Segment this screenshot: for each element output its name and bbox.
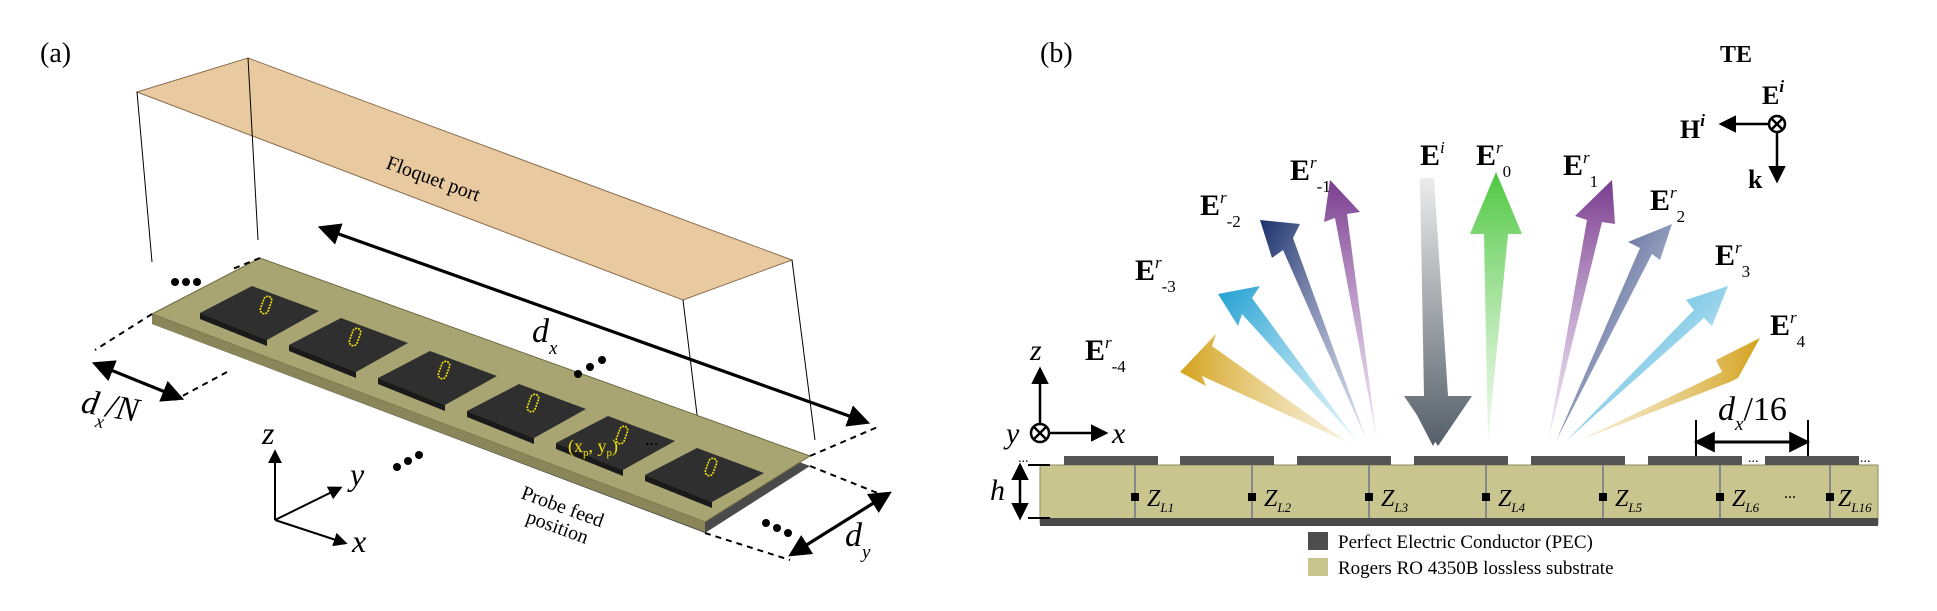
- load-markers: [1131, 493, 1834, 501]
- label-r-2: Er2: [1650, 183, 1685, 226]
- axis-a-y: y: [347, 456, 365, 492]
- load-label-16: ZL16: [1838, 486, 1872, 515]
- axis-a-x: x: [351, 523, 366, 559]
- label-r-minus1: Er-1: [1290, 153, 1331, 196]
- dx-dimension-arrow: [317, 223, 871, 427]
- substrate-layer: [1039, 464, 1879, 524]
- label-incident: Ei: [1420, 138, 1445, 172]
- legend-label-pec: Perfect Electric Conductor (PEC): [1338, 532, 1593, 553]
- port-edge-3: [791, 259, 816, 441]
- ellipsis-dots-center: [574, 356, 606, 378]
- axis-a-z: z: [261, 415, 275, 451]
- arrow-r-1: [1548, 180, 1615, 441]
- arrow-r-minus2: [1260, 220, 1367, 441]
- arrow-r-3: [1566, 286, 1728, 441]
- dashed-ext-right-3: [704, 532, 791, 561]
- port-edge-2: [247, 57, 259, 241]
- h-label: h: [990, 474, 1005, 507]
- load-label-6: ZL6: [1732, 486, 1760, 515]
- arrow-labels: Er-4 Er-3 Er-2 Er-1 Ei Er0 Er1 Er2 Er3 E…: [1085, 138, 1806, 376]
- probe-coordinates: (xp, yp): [568, 436, 618, 459]
- load-label-4: ZL4: [1498, 486, 1526, 515]
- h-dimension: h: [990, 462, 1050, 521]
- arrow-r-minus4: [1180, 334, 1347, 442]
- label-r-minus2: Er-2: [1200, 188, 1241, 231]
- dx-label: dx: [532, 313, 558, 359]
- dx16-dimension: dx/16: [1693, 391, 1811, 456]
- panel-b-label: (b): [1040, 38, 1073, 69]
- label-r-3: Er3: [1715, 238, 1750, 281]
- axes-a: z y x: [261, 415, 366, 559]
- te-field-e: Ei: [1762, 77, 1784, 110]
- arrow-r-0: [1470, 172, 1522, 441]
- probe-icon: [615, 425, 629, 445]
- ellipsis-dots-bottom-right: [762, 519, 792, 537]
- label-r-1: Er1: [1563, 148, 1598, 191]
- axes-b: z y x: [1003, 334, 1126, 450]
- probe-ellipsis: ...: [645, 429, 659, 449]
- load-label-5: ZL5: [1615, 486, 1643, 515]
- legend-swatch-substrate: [1308, 558, 1328, 576]
- load-labels: ZL1 ZL2 ZL3 ZL4 ZL5 ZL6 ZL16: [1147, 486, 1872, 515]
- dashed-ext-left-1: [94, 313, 153, 351]
- label-r-4: Er4: [1770, 308, 1806, 351]
- patch-6: [645, 448, 764, 508]
- dashed-ext-right-2: [809, 465, 886, 497]
- ellipsis-dots-bottom: [393, 451, 423, 471]
- ellipsis-dots-top-left: [171, 278, 201, 286]
- arrow-r-minus1: [1324, 180, 1377, 441]
- te-field-h: Hi: [1680, 111, 1705, 144]
- cells-ellipsis-start: ...: [1018, 451, 1029, 466]
- reflected-arrows: [1180, 172, 1760, 442]
- dashed-ext-right-1: [809, 425, 881, 457]
- label-r-minus3: Er-3: [1135, 253, 1176, 296]
- arrow-r-4: [1578, 338, 1760, 441]
- arrow-r-2: [1556, 224, 1672, 441]
- dashed-ext-left-2: [229, 257, 261, 271]
- panel-a-label: (a): [40, 38, 71, 69]
- port-edge-1: [136, 91, 153, 263]
- load-label-1: ZL1: [1147, 486, 1174, 515]
- axis-b-y: y: [1003, 417, 1020, 450]
- dy-dimension-arrow: [788, 491, 892, 557]
- unit-cell-dividers: [1134, 465, 1831, 518]
- arrow-r-minus3: [1218, 286, 1357, 441]
- label-r-0: Er0: [1476, 138, 1511, 181]
- te-field-icon: Ei Hi k: [1680, 77, 1787, 194]
- panel-a: (a) Floquet port: [40, 38, 892, 563]
- ground-layer: [1040, 518, 1878, 526]
- metasurface-cross-section: ZL1 ZL2 ZL3 ZL4 ZL5 ZL6 ZL16 ... ... ...…: [1018, 451, 1879, 526]
- arrow-incident-shape: [1404, 178, 1472, 446]
- cells-ellipsis-end: ...: [1860, 451, 1871, 466]
- probe-icon: [259, 295, 273, 315]
- dy-label: dy: [845, 517, 871, 563]
- panel-b: (b) TE Ei Hi k E: [990, 38, 1879, 579]
- probe-icon: [704, 457, 718, 477]
- dx16-label: dx/16: [1718, 391, 1787, 435]
- load-label-3: ZL3: [1381, 486, 1409, 515]
- patch-5: [556, 416, 675, 476]
- axis-b-z: z: [1029, 334, 1042, 367]
- material-legend: Perfect Electric Conductor (PEC) Rogers …: [1308, 532, 1614, 579]
- legend-swatch-pec: [1308, 532, 1328, 550]
- dxn-label: dx/N: [77, 383, 144, 439]
- te-label: TE: [1720, 42, 1752, 68]
- pec-patches: [1064, 456, 1859, 465]
- te-field-k: k: [1748, 165, 1763, 194]
- cells-ellipsis-top: ...: [1748, 451, 1759, 466]
- dashed-ext-left-3: [174, 371, 228, 401]
- load-label-2: ZL2: [1264, 486, 1292, 515]
- legend-label-substrate: Rogers RO 4350B lossless substrate: [1338, 558, 1614, 579]
- dxn-dimension-arrow: [91, 360, 185, 402]
- patch-1: [200, 286, 319, 346]
- axis-b-x: x: [1111, 417, 1126, 450]
- label-r-minus4: Er-4: [1085, 333, 1126, 376]
- cells-ellipsis: ...: [1784, 485, 1796, 502]
